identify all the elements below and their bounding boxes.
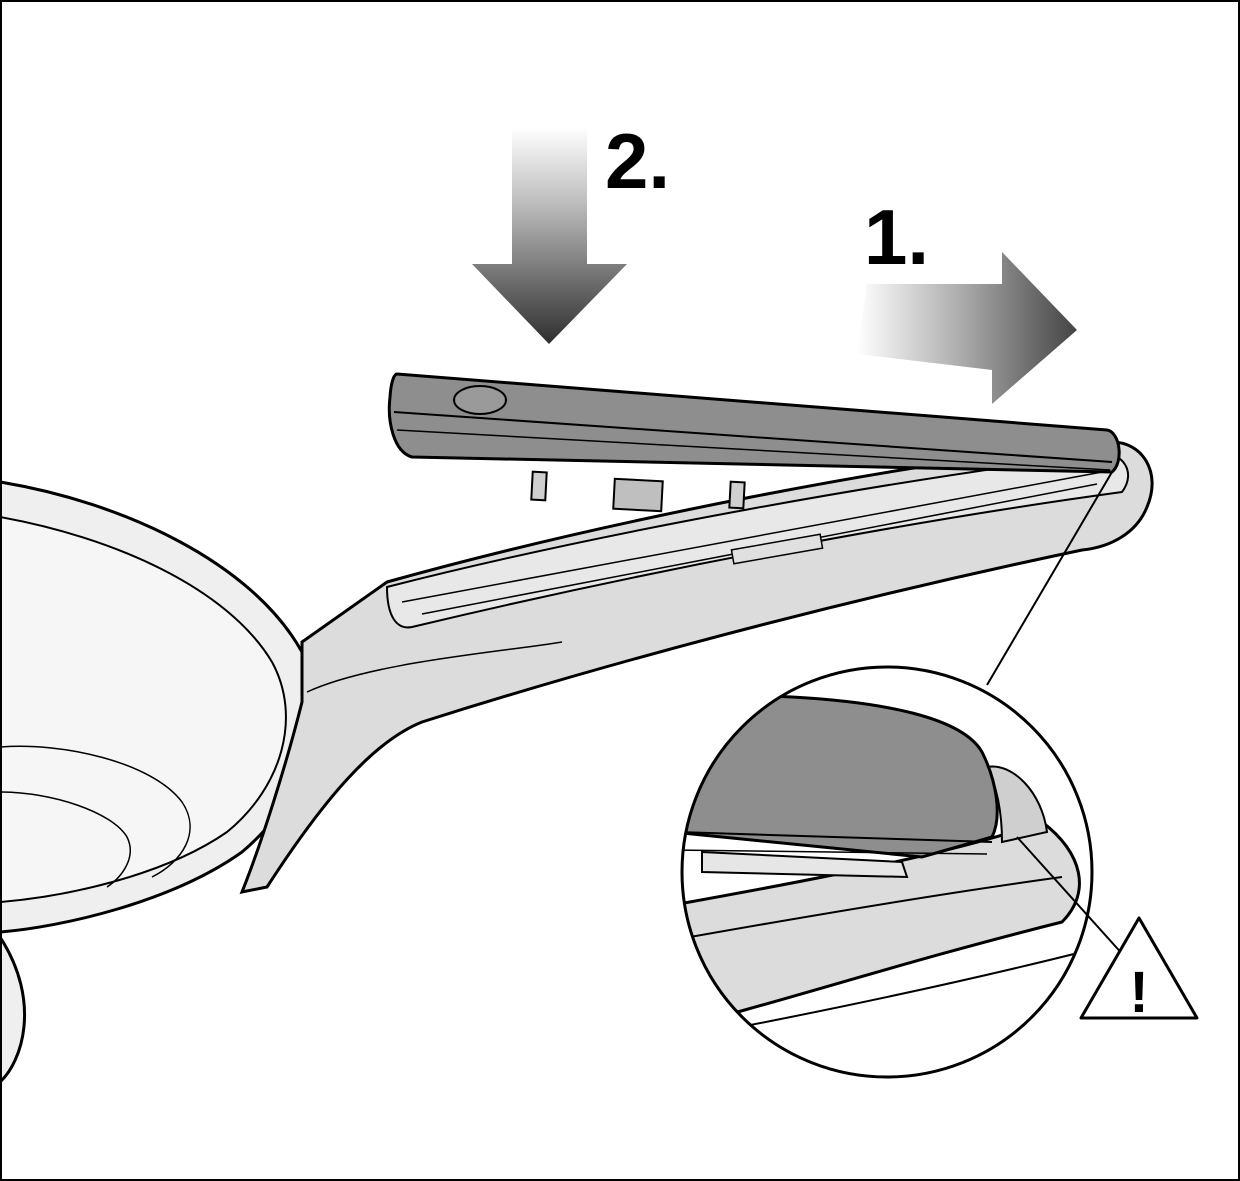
handle-cover [387,372,1121,513]
pan-handle [239,440,1154,895]
arrow-down-step-2 [472,127,627,344]
zoom-callout-line [986,471,1113,686]
zoom-detail [680,665,1094,1079]
warning-triangle-icon [1079,916,1199,1020]
warning-exclamation: ! [1129,960,1148,1025]
frying-pan [2,480,316,1083]
step-2-label: 2. [605,117,670,205]
step-1-label: 1. [864,193,929,281]
arrow-right-step-1 [857,252,1077,404]
warning-callout-line [1016,836,1135,968]
